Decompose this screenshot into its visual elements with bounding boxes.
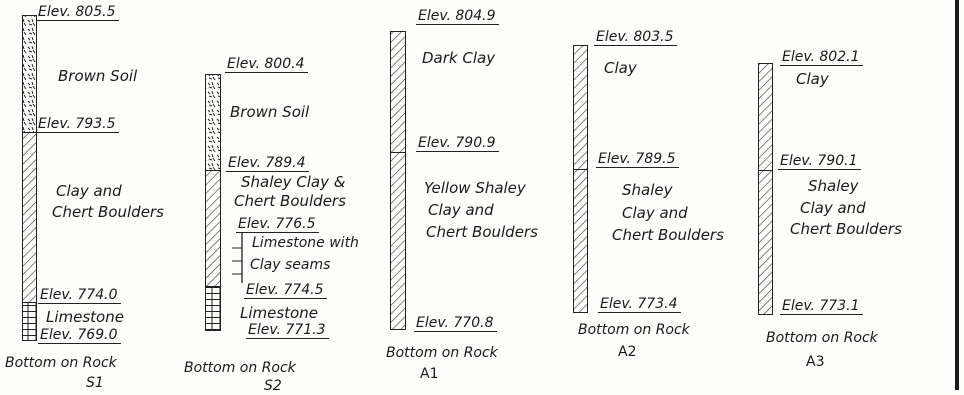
- a2-column: [573, 45, 588, 313]
- s1-stratum-limestone: Limestone: [46, 308, 124, 326]
- s1-elev-2: Elev. 793.5: [36, 116, 120, 133]
- page-edge-border: [955, 0, 959, 390]
- a1-stratum-dark-clay: Dark Clay: [422, 49, 496, 67]
- s2-elev-4: Elev. 774.5: [244, 282, 328, 299]
- a1-column: [390, 31, 406, 330]
- a2-boring-label: A2: [618, 344, 637, 360]
- s2-boring-label: S2: [264, 378, 282, 394]
- s1-bottom-note: Bottom on Rock: [5, 355, 117, 371]
- a2-elev-bottom: Elev. 773.4: [598, 296, 682, 313]
- s2-limestone-fill: [205, 286, 221, 330]
- a2-bottom-note: Bottom on Rock: [578, 322, 690, 338]
- s1-soil-fill: [22, 16, 37, 132]
- a2-stratum-clay-and: Clay and: [622, 204, 688, 222]
- a3-elev-2: Elev. 790.1: [778, 153, 862, 170]
- s2-stratum-clay-seams: Clay seams: [250, 257, 331, 273]
- s2-stratum-limestone-seams: Limestone with: [252, 235, 359, 251]
- a3-stratum-clay: Clay: [796, 70, 829, 88]
- a1-stratum-yellow-shaley: Yellow Shaley: [424, 179, 526, 197]
- a3-stratum-chert: Chert Boulders: [790, 220, 902, 238]
- a2-stratum-clay: Clay: [604, 59, 637, 77]
- a3-stratum-clay-and: Clay and: [800, 199, 866, 217]
- a1-elev-top: Elev. 804.9: [416, 8, 500, 25]
- s1-clay-fill: [22, 132, 37, 302]
- s2-elev-top: Elev. 800.4: [225, 56, 309, 73]
- s2-elev-bottom: Elev. 771.3: [246, 322, 330, 339]
- a3-stratum-shaley: Shaley: [808, 177, 859, 195]
- s2-elev-2: Elev. 789.4: [226, 155, 310, 172]
- s2-bottom-note: Bottom on Rock: [184, 360, 296, 376]
- s1-elev-3: Elev. 774.0: [38, 287, 122, 304]
- s1-stratum-clay: Clay and: [56, 182, 122, 200]
- a3-column: [758, 63, 773, 315]
- a1-fill: [390, 31, 406, 330]
- a2-elev-2: Elev. 789.5: [596, 151, 680, 168]
- a2-stratum-shaley: Shaley: [622, 181, 673, 199]
- s2-column: [205, 74, 221, 331]
- a1-stratum-chert: Chert Boulders: [426, 223, 538, 241]
- s1-elev-top: Elev. 805.5: [36, 4, 120, 21]
- s1-stratum-brown-soil: Brown Soil: [58, 67, 138, 85]
- a2-elev-top: Elev. 803.5: [594, 29, 678, 46]
- a3-elev-bottom: Elev. 773.1: [780, 298, 864, 315]
- s2-elev-3: Elev. 776.5: [236, 216, 320, 233]
- s1-elev-bottom: Elev. 769.0: [38, 327, 122, 344]
- a2-stratum-chert: Chert Boulders: [612, 226, 724, 244]
- s2-stratum-shaley-clay: Shaley Clay &: [241, 173, 346, 191]
- a3-boring-label: A3: [806, 354, 825, 370]
- a3-bottom-note: Bottom on Rock: [766, 330, 878, 346]
- s2-soil-fill: [205, 74, 221, 170]
- a2-fill: [573, 45, 588, 313]
- a1-bottom-note: Bottom on Rock: [386, 345, 498, 361]
- s2-stratum-limestone: Limestone: [240, 304, 318, 322]
- a1-elev-bottom: Elev. 770.8: [414, 315, 498, 332]
- s2-stratum-chert: Chert Boulders: [234, 192, 346, 210]
- s2-stratum-brown-soil: Brown Soil: [230, 103, 310, 121]
- a1-elev-2: Elev. 790.9: [416, 135, 500, 152]
- s1-limestone-fill: [22, 302, 37, 340]
- a1-boring-label: A1: [420, 366, 439, 382]
- s1-column: [22, 15, 37, 341]
- s1-boring-label: S1: [86, 375, 104, 391]
- s1-stratum-chert: Chert Boulders: [52, 203, 164, 221]
- s2-clay-fill: [205, 170, 221, 286]
- a1-stratum-clay: Clay and: [428, 201, 494, 219]
- a3-elev-top: Elev. 802.1: [780, 49, 864, 66]
- a3-fill: [758, 63, 773, 315]
